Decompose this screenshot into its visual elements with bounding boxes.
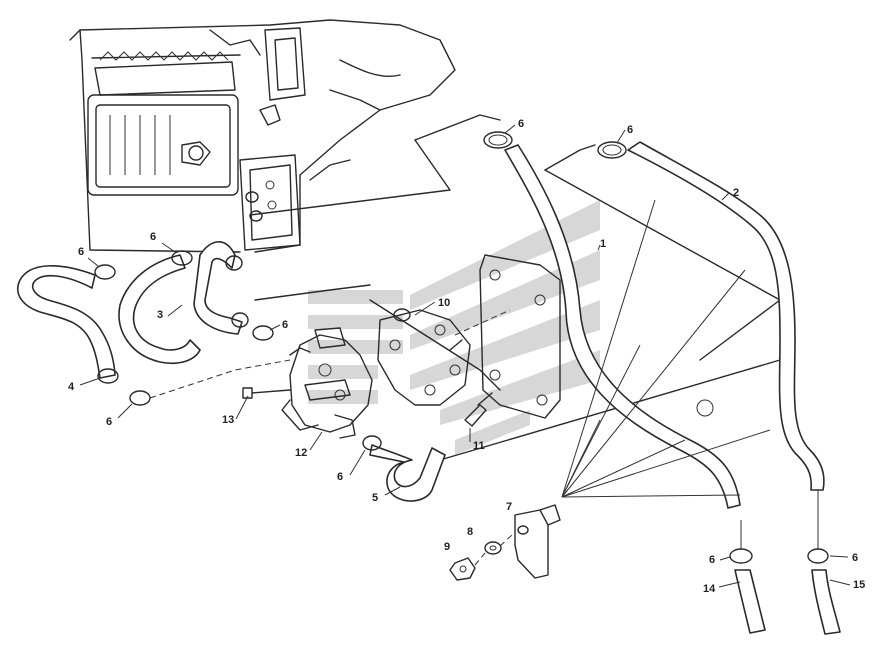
hose-1 bbox=[504, 144, 741, 509]
heater-pipe-fittings bbox=[225, 191, 263, 328]
bracket-7-hardware bbox=[449, 504, 561, 581]
callout-7: 7 bbox=[506, 501, 512, 513]
leader-lines bbox=[561, 199, 819, 550]
callout-14: 14 bbox=[703, 583, 716, 595]
callout-3: 3 bbox=[157, 309, 163, 321]
bracket-10 bbox=[377, 308, 471, 406]
callout-6-a: 6 bbox=[518, 118, 524, 130]
callout-6-f: 6 bbox=[106, 416, 112, 428]
gasket-plate bbox=[479, 254, 714, 419]
callout-6-g: 6 bbox=[337, 471, 343, 483]
callout-6-i: 6 bbox=[852, 552, 858, 564]
callout-11: 11 bbox=[473, 440, 485, 452]
clamp-parts bbox=[94, 131, 829, 564]
callout-ticks bbox=[79, 124, 851, 588]
callout-6-h: 6 bbox=[709, 554, 715, 566]
callout-5: 5 bbox=[372, 492, 378, 504]
dashed-guides bbox=[149, 309, 511, 399]
callout-4: 4 bbox=[68, 381, 75, 393]
callout-6-d: 6 bbox=[150, 231, 156, 243]
callout-6-b: 6 bbox=[627, 124, 633, 136]
callout-labels: 1 2 3 4 5 6 6 6 6 6 6 6 6 6 6 7 8 9 10 1… bbox=[68, 118, 865, 595]
hose-15 bbox=[811, 569, 841, 635]
hose-3-branch bbox=[193, 241, 243, 335]
callout-12: 12 bbox=[295, 447, 307, 459]
hose-3 bbox=[118, 254, 201, 365]
callout-15: 15 bbox=[853, 579, 865, 591]
hose-2 bbox=[627, 141, 825, 491]
callout-13: 13 bbox=[222, 414, 234, 426]
callout-2: 2 bbox=[733, 187, 739, 199]
valve-assembly bbox=[281, 327, 373, 439]
callout-6-e: 6 bbox=[282, 319, 288, 331]
hose-14 bbox=[734, 569, 766, 634]
bolt-parts bbox=[242, 339, 493, 427]
callout-8: 8 bbox=[467, 526, 473, 538]
hose-4 bbox=[16, 265, 116, 379]
callout-1: 1 bbox=[600, 238, 606, 250]
hose-5 bbox=[369, 444, 446, 502]
callout-10: 10 bbox=[438, 297, 450, 309]
heater-unit bbox=[69, 19, 456, 253]
callout-9: 9 bbox=[444, 541, 450, 553]
callout-6-c: 6 bbox=[78, 246, 84, 258]
